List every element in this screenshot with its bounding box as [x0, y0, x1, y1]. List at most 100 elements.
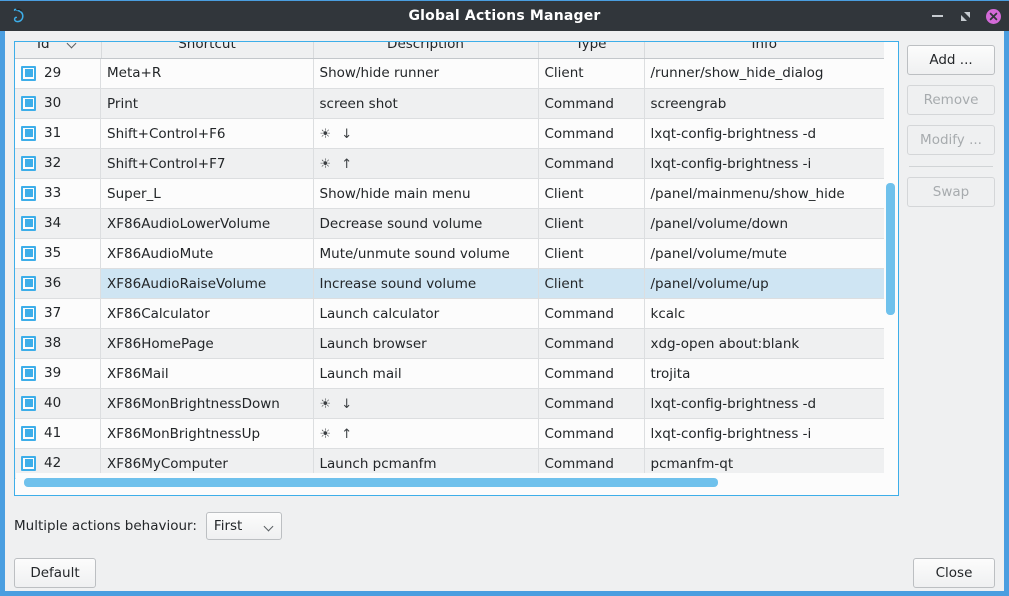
cell-description: Show/hide runner [313, 58, 539, 89]
close-button[interactable] [985, 8, 1001, 24]
cell-shortcut: XF86AudioMute [101, 238, 314, 269]
cell-id-value: 33 [44, 185, 62, 201]
table-header: Id Shortcut Description [15, 42, 884, 59]
horizontal-scrollbar[interactable] [16, 473, 897, 493]
cell-type: Command [538, 418, 645, 449]
cell-shortcut: XF86MonBrightnessUp [101, 418, 314, 449]
column-header-id-label: Id [36, 42, 50, 52]
sort-chevron-down-icon [68, 42, 79, 47]
cell-type: Command [538, 328, 645, 359]
button-separator [909, 166, 993, 167]
cell-description: Mute/unmute sound volume [313, 238, 539, 269]
modify-button[interactable]: Modify ... [907, 125, 995, 155]
cell-description: Launch mail [313, 358, 539, 389]
brightness-symbol: ☀ ↓ [319, 396, 356, 412]
cell-shortcut-value: XF86AudioRaiseVolume [107, 275, 267, 292]
cell-id: 34 [15, 208, 101, 239]
minimize-button[interactable] [929, 8, 945, 24]
action-item-icon [21, 395, 36, 411]
cell-type-value: Command [544, 305, 614, 322]
cell-type: Command [538, 358, 645, 389]
cell-shortcut-value: XF86Mail [107, 365, 169, 382]
vertical-scrollbar-thumb[interactable] [886, 183, 895, 315]
cell-info: /runner/show_hide_dialog [644, 58, 884, 89]
column-header-info[interactable]: Info [644, 42, 884, 59]
cell-info-value: /panel/volume/mute [650, 245, 787, 262]
cell-id: 39 [15, 358, 101, 389]
cell-type: Client [538, 268, 645, 299]
cell-description: Decrease sound volume [313, 208, 539, 239]
behaviour-select[interactable]: First [205, 512, 282, 540]
cell-description-value: Decrease sound volume [319, 215, 483, 232]
maximize-button[interactable] [957, 8, 973, 24]
table-and-actions: Id Shortcut Description [14, 41, 995, 496]
cell-description-value: Launch calculator [319, 305, 440, 322]
multiple-actions-behaviour-row: Multiple actions behaviour: First [14, 512, 995, 540]
cell-id: 29 [15, 58, 101, 89]
cell-description-value: Show/hide runner [319, 65, 440, 82]
add-button[interactable]: Add ... [907, 45, 995, 75]
cell-shortcut: XF86MonBrightnessDown [101, 388, 314, 419]
cell-shortcut-value: XF86MyComputer [107, 455, 228, 472]
cell-description-value: Launch mail [319, 365, 402, 382]
cell-description: Launch browser [313, 328, 539, 359]
swap-button[interactable]: Swap [907, 177, 995, 207]
column-header-type[interactable]: Type [538, 42, 645, 59]
cell-shortcut-value: Shift+Control+F7 [107, 155, 226, 172]
title-bar[interactable]: Global Actions Manager [0, 0, 1009, 31]
cell-type: Client [538, 178, 645, 209]
cell-shortcut: XF86Calculator [101, 298, 314, 329]
cell-shortcut-value: XF86MonBrightnessDown [107, 395, 280, 412]
shortcuts-table-panel[interactable]: Id Shortcut Description [14, 41, 899, 496]
cell-id: 40 [15, 388, 101, 419]
cell-shortcut-value: Super_L [107, 185, 161, 202]
cell-id: 41 [15, 418, 101, 449]
cell-id-value: 29 [44, 65, 62, 81]
cell-shortcut: Shift+Control+F6 [101, 118, 314, 149]
cell-shortcut: Shift+Control+F7 [101, 148, 314, 179]
lxqt-logo-icon [4, 1, 35, 32]
cell-type-value: Client [544, 245, 584, 262]
window-controls [929, 8, 1001, 24]
vertical-scrollbar[interactable] [884, 71, 897, 467]
cell-type-value: Client [544, 65, 584, 82]
action-item-icon [21, 365, 36, 381]
action-item-icon [21, 335, 36, 351]
close-dialog-button[interactable]: Close [913, 558, 995, 588]
cell-id: 33 [15, 178, 101, 209]
column-header-id[interactable]: Id [15, 42, 102, 59]
horizontal-scrollbar-thumb[interactable] [24, 478, 718, 487]
column-header-description[interactable]: Description [313, 42, 539, 59]
cell-info-value: /panel/volume/down [650, 215, 789, 232]
remove-button[interactable]: Remove [907, 85, 995, 115]
cell-type-value: Command [544, 365, 614, 382]
column-header-shortcut[interactable]: Shortcut [101, 42, 314, 59]
cell-info: lxqt-config-brightness -d [644, 388, 884, 419]
cell-type-value: Command [544, 125, 614, 142]
cell-type-value: Client [544, 215, 584, 232]
cell-type: Client [538, 58, 645, 89]
action-item-icon [21, 65, 36, 81]
cell-description: ☀ ↑ [313, 148, 539, 179]
cell-type: Command [538, 298, 645, 329]
action-item-icon [21, 275, 36, 291]
cell-description: ☀ ↓ [313, 118, 539, 149]
action-item-icon [21, 215, 36, 231]
default-button[interactable]: Default [14, 558, 96, 588]
shortcuts-table: Id Shortcut Description [15, 42, 884, 479]
cell-id-value: 32 [44, 155, 62, 171]
cell-info-value: lxqt-config-brightness -d [650, 125, 817, 142]
